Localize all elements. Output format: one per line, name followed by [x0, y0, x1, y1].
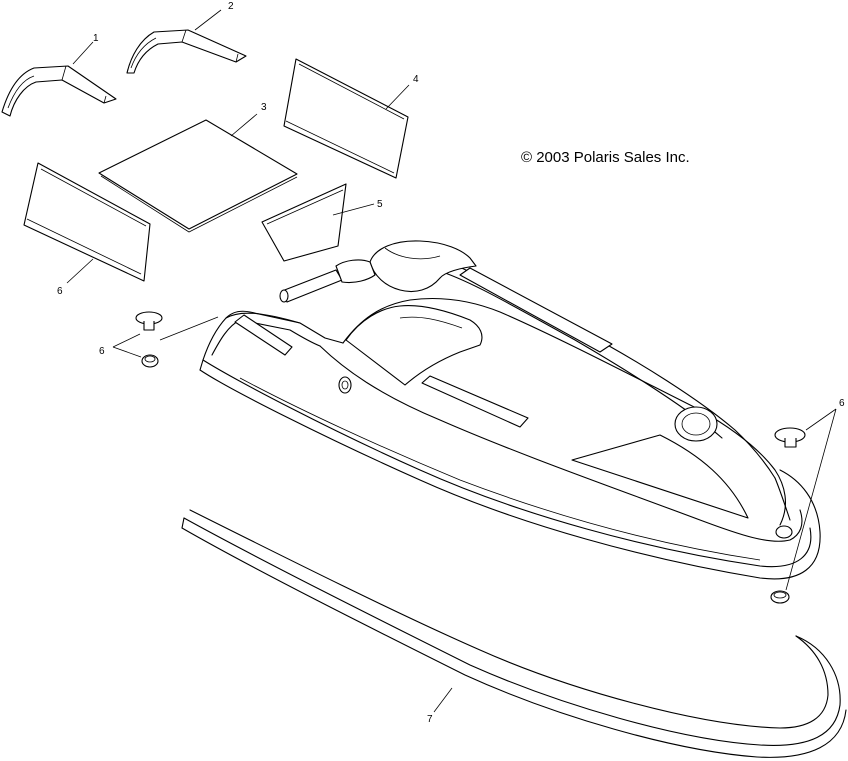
- callout-7: 7: [427, 714, 433, 725]
- fastener-left-bottom: [141, 354, 159, 368]
- callout-5: 5: [377, 199, 383, 210]
- callout-3: 3: [261, 102, 267, 113]
- leader-5: [332, 203, 375, 216]
- part-3-deck-mat: [98, 119, 298, 233]
- part-2-trim-strip: [126, 29, 247, 74]
- callout-1: 1: [93, 33, 99, 44]
- leader-2: [194, 9, 222, 31]
- watercraft-body: [199, 240, 821, 580]
- leader-3: [230, 113, 258, 137]
- part-7-rub-rail: [181, 509, 847, 758]
- copyright-notice: © 2003 Polaris Sales Inc.: [521, 149, 690, 166]
- dash-line-left: [159, 316, 219, 341]
- part-4-decal-panel: [283, 58, 409, 179]
- fastener-right-bottom: [770, 590, 790, 604]
- fastener-left-top: [135, 311, 163, 331]
- callout-2: 2: [228, 1, 234, 12]
- leader-6-panel: [66, 258, 94, 284]
- leader-4: [385, 84, 410, 110]
- callout-6-left-fasteners: 6: [99, 346, 105, 357]
- leader-1: [72, 41, 94, 65]
- leader-6-left-fasteners: [112, 333, 142, 358]
- callout-4: 4: [413, 74, 419, 85]
- part-5-decal-panel: [261, 183, 347, 262]
- fastener-right-top: [774, 427, 806, 448]
- callout-6-panel: 6: [57, 286, 63, 297]
- part-6-side-panel: [23, 162, 151, 282]
- part-1-trim-strip: [1, 65, 117, 117]
- callout-6-right-fasteners: 6: [839, 398, 845, 409]
- leader-7: [433, 687, 453, 713]
